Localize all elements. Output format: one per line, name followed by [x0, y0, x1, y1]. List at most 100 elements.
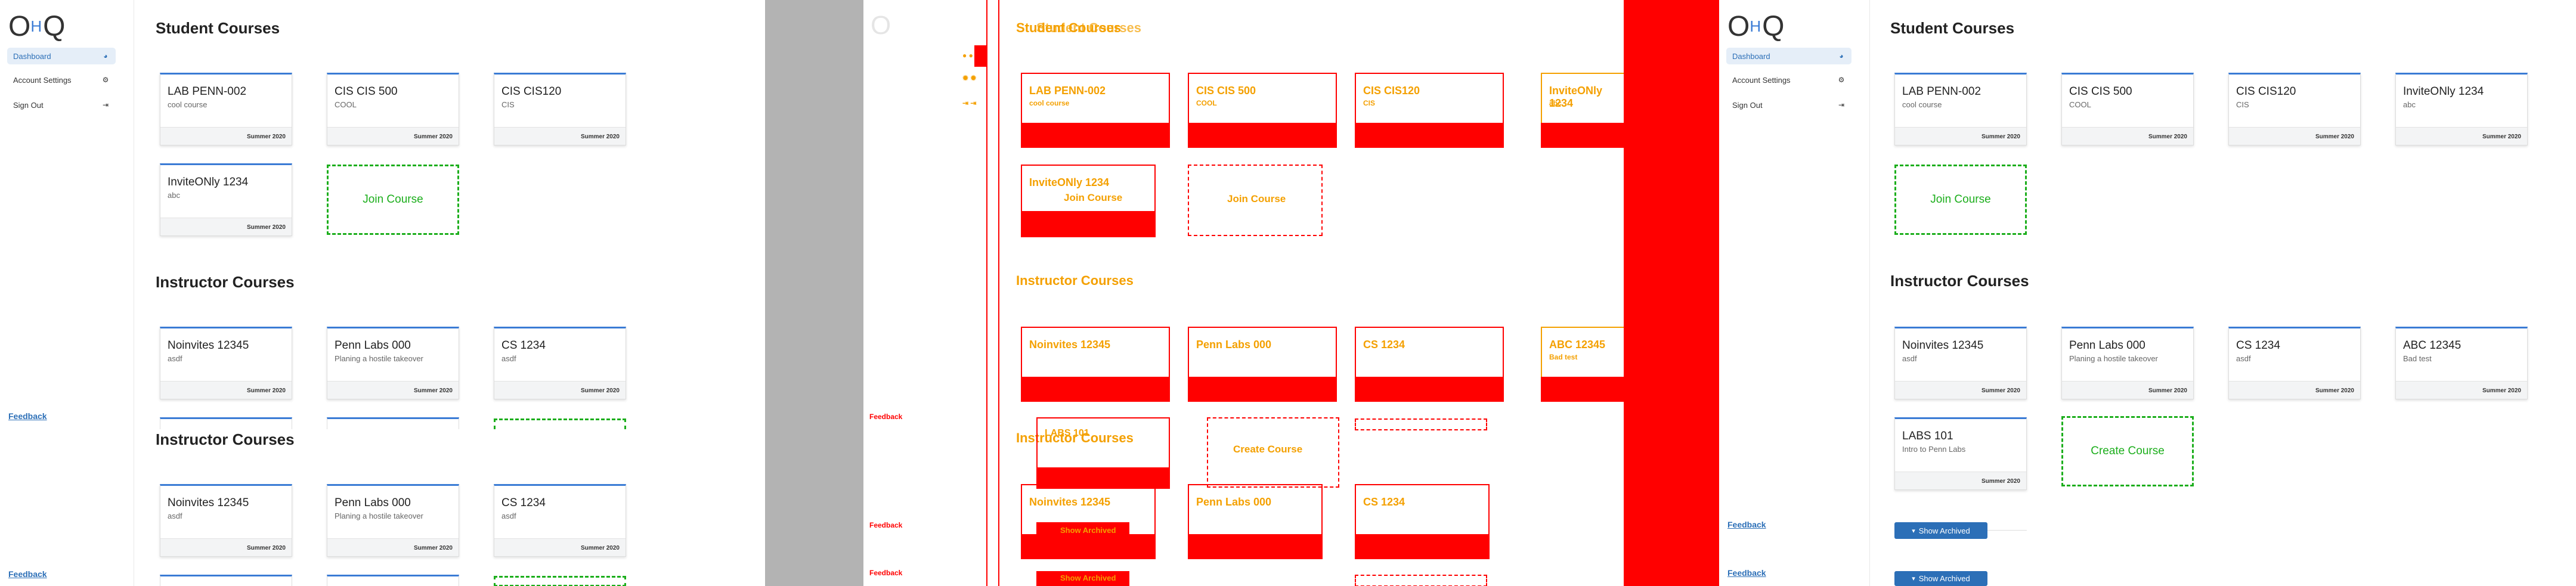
overlay-card-code: CIS CIS120	[1363, 85, 1420, 97]
section-title-instructor: Instructor Courses	[1890, 272, 2029, 290]
overlay-card-footer	[1188, 123, 1337, 148]
sidebar-item-dashboard[interactable]: Dashboard ◕	[1726, 48, 1852, 64]
grey-band	[765, 0, 863, 586]
sidebar-item-account-settings[interactable]: Account Settings ⚙	[13, 75, 109, 85]
course-card-partial[interactable]	[327, 417, 459, 429]
overlay-card-footer	[1355, 534, 1490, 559]
course-card-partial[interactable]	[327, 575, 459, 586]
overlay-card-footer	[1541, 123, 1624, 148]
feedback-link[interactable]: Feedback	[1727, 520, 1766, 529]
overlay-divider	[998, 0, 999, 586]
sidebar-item-sign-out[interactable]: Sign Out ⇥	[1732, 100, 1845, 110]
red-band	[1624, 0, 1719, 586]
feedback-link[interactable]: Feedback	[8, 411, 47, 421]
overlay-section-title: Student Courses	[1016, 20, 1122, 35]
overlay-card-footer	[1021, 123, 1170, 148]
sign-out-icon: ⇥	[1838, 101, 1845, 109]
course-card-partial[interactable]	[160, 575, 292, 586]
section-title-instructor: Instructor Courses	[156, 273, 295, 291]
overlay-card-code: Penn Labs 000	[1196, 496, 1272, 508]
overlay-archived-label: Show Archived	[1060, 526, 1116, 535]
feedback-link[interactable]: Feedback	[1727, 568, 1766, 578]
gear-icon: ⚙	[102, 76, 109, 84]
dashboard-icon: ◕	[1839, 52, 1844, 60]
overlay-card-desc: cool course	[1029, 99, 1070, 107]
overlay-partial	[1355, 418, 1487, 430]
section-title-student: Student Courses	[156, 19, 280, 37]
overlay-icon: ⇥ ⇥	[962, 99, 977, 107]
overlay-divider	[986, 0, 987, 586]
dashboard-icon: ◕	[103, 52, 108, 60]
overlay-card-code: CS 1234	[1363, 496, 1405, 508]
create-course-button[interactable]: Create Course	[2061, 416, 2194, 486]
overlay-card-footer	[1021, 211, 1156, 237]
overlay-card-code: Penn Labs 000	[1196, 339, 1272, 351]
create-course-partial[interactable]	[494, 418, 626, 429]
overlay-feedback: Feedback	[869, 521, 903, 529]
overlay-card-desc: abc	[1549, 99, 1562, 107]
feedback-link[interactable]: Feedback	[8, 569, 47, 579]
overlay-faded-sidebar: O	[871, 11, 891, 40]
show-archived-button[interactable]: ▾ Show Archived	[1894, 571, 1987, 586]
overlay-join: Join Course	[1227, 193, 1286, 204]
overlay-join: Join Course	[1064, 192, 1123, 203]
overlay-card-desc: Bad test	[1549, 353, 1578, 361]
join-course-button[interactable]: Join Course	[327, 165, 459, 235]
overlay-section-title: Instructor Courses	[1016, 430, 1134, 445]
chevron-down-icon: ▾	[1912, 527, 1915, 535]
course-card-partial[interactable]	[160, 417, 292, 429]
overlay-card-code: ABC 12345	[1549, 339, 1606, 351]
overlay-card-code: LAB PENN-002	[1029, 85, 1106, 97]
overlay-feedback: Feedback	[869, 413, 903, 421]
overlay-card-code: InviteONly 1234	[1029, 176, 1110, 188]
overlay-card-footer	[1188, 377, 1337, 402]
overlay-section-title: Student Courses	[1036, 20, 1142, 35]
create-course-partial[interactable]	[494, 576, 626, 586]
debug-overlay-pane: O ● ● ✹ ✹ ⇥ ⇥ Feedback Feedback Feedback…	[863, 0, 1624, 586]
overlay-icon: ✹ ✹	[962, 74, 977, 82]
overlay-card-footer	[1188, 534, 1323, 559]
gear-icon: ⚙	[1838, 76, 1845, 84]
overlay-icon: ● ●	[962, 51, 973, 60]
overlay-create: Create Course	[1233, 444, 1303, 455]
divider	[1987, 530, 2027, 531]
overlay-card-code: Noinvites 12345	[1029, 496, 1111, 508]
show-archived-button[interactable]: ▾ Show Archived	[1894, 522, 1987, 539]
overlay-card-footer	[1541, 377, 1624, 402]
overlay-join-box	[1188, 165, 1323, 236]
overlay-card-footer	[1355, 377, 1504, 402]
overlay-card-footer	[1036, 467, 1170, 489]
overlay-archived	[1036, 522, 1129, 539]
overlay-card-code: Noinvites 12345	[1029, 339, 1111, 351]
overlay-card-code: LABS 101	[1045, 428, 1089, 438]
join-course-button[interactable]: Join Course	[1894, 165, 2027, 235]
sidebar-item-account-settings[interactable]: Account Settings ⚙	[1732, 75, 1845, 85]
sidebar-item-sign-out[interactable]: Sign Out ⇥	[13, 100, 109, 110]
sidebar-item-dashboard[interactable]: Dashboard ◕	[7, 48, 116, 64]
